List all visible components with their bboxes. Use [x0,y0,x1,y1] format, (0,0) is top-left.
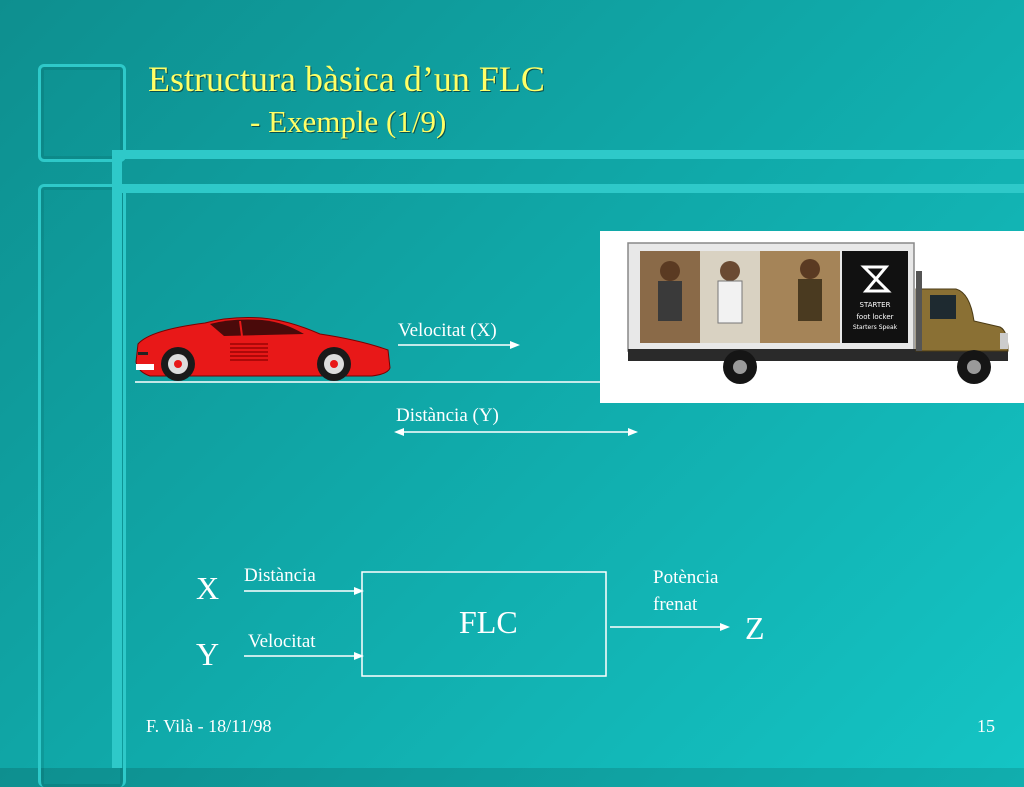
input-y-label: Velocitat [248,631,316,652]
truck-sponsor-subtext: Starters Speak [853,324,898,331]
slide-subtitle: - Exemple (1/9) [250,104,447,139]
velocity-label: Velocitat (X) [398,320,497,341]
input-y-symbol: Y [196,636,220,672]
output-z-symbol: Z [745,610,765,646]
decorative-bar-vertical [112,150,122,768]
footer-author-date: F. Vilà - 18/11/98 [146,716,272,736]
flc-block [361,571,607,677]
output-label-line1: Potència [653,567,719,588]
truck-brand-text: STARTER [860,301,891,309]
flc-block-label: FLC [459,604,518,640]
truck-image: STARTER foot locker Starters Speak [600,231,1024,403]
decorative-bar-lower [118,184,1024,193]
truck-sponsor-text: foot locker [856,313,893,321]
footer-page-number: 15 [977,716,995,736]
input-x-label: Distància [244,565,316,586]
decorative-frame-bottom [38,184,126,787]
truck-illustration: STARTER foot locker Starters Speak [627,242,1009,384]
output-z-arrow [610,623,730,631]
slide-title: Estructura bàsica d’un FLC [148,59,545,99]
road-scene [135,317,730,677]
decorative-frame-top [38,64,126,162]
velocity-arrow [398,341,520,349]
input-x-arrow [244,587,364,595]
distance-arrow [394,428,638,436]
flc-block-diagram [244,571,730,677]
distance-label: Distància (Y) [396,405,499,426]
input-x-symbol: X [196,570,220,606]
decorative-bar-upper [118,150,1024,159]
car-illustration [135,317,391,381]
output-label-line2: frenat [653,594,698,615]
input-y-arrow [244,652,364,660]
